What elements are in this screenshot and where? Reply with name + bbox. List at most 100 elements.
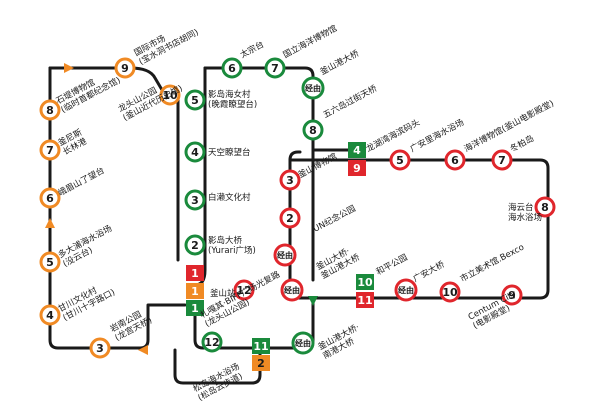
station-circle xyxy=(444,149,466,171)
via-marker: 经由 xyxy=(280,278,304,302)
station-number: 1 xyxy=(191,302,199,315)
station-marker-r8: 8 xyxy=(534,196,556,218)
station-label-r12: 光复路 xyxy=(254,269,282,291)
station-marker-g1: 1 xyxy=(186,300,204,316)
station-circle xyxy=(534,196,556,218)
station-number: 2 xyxy=(257,357,265,370)
station-marker-g_a: 4 xyxy=(348,142,366,158)
station-marker-r10: 10 xyxy=(439,281,461,303)
station-circle xyxy=(39,187,61,209)
station-number: 10 xyxy=(357,276,373,289)
station-marker-o10: 10 xyxy=(159,84,181,106)
station-number: 8 xyxy=(46,104,54,117)
station-number: 10 xyxy=(162,89,178,102)
station-number: 4 xyxy=(191,146,199,159)
station-marker-o5: 5 xyxy=(39,251,61,273)
station-number: 9 xyxy=(353,162,361,175)
station-badge xyxy=(186,265,204,281)
station-badge xyxy=(186,300,204,316)
station-label-r7: 冬柏岛 xyxy=(508,133,536,155)
station-number: 7 xyxy=(498,154,506,167)
station-number: 1 xyxy=(191,285,199,298)
station-badge xyxy=(252,338,270,354)
station-circle xyxy=(39,139,61,161)
station-label-o5: 多大浦海水浴场(没云台) xyxy=(56,223,118,269)
via-marker: 经由 xyxy=(394,278,418,302)
station-marker-r11: 11 xyxy=(356,292,374,308)
station-marker-o3: 3 xyxy=(89,337,111,359)
station-marker-o6: 6 xyxy=(39,187,61,209)
station-marker-o1: 1 xyxy=(186,283,204,299)
station-marker-r1: 1 xyxy=(186,265,204,281)
via-circle xyxy=(291,331,315,355)
station-marker-r9: 9 xyxy=(501,284,523,306)
station-circle xyxy=(184,189,206,211)
station-circle xyxy=(221,57,243,79)
station-circle xyxy=(233,279,255,301)
station-label-g8b: 五六岛过街天桥 xyxy=(321,83,379,121)
station-circle xyxy=(201,331,223,353)
station-number: 2 xyxy=(191,239,199,252)
station-label-r2: UN纪念公园 xyxy=(311,203,357,235)
station-label-g11: 松岛海水浴场(松岛云步道) xyxy=(191,361,246,401)
station-number: 10 xyxy=(442,286,458,299)
station-marker-g8: 8 xyxy=(302,119,324,141)
station-number: 4 xyxy=(353,144,361,157)
red-route-line xyxy=(288,158,550,300)
station-label-r_ga: 广安大桥 xyxy=(411,259,447,285)
arrow-green-icon xyxy=(308,296,318,306)
station-marker-g2: 2 xyxy=(184,234,206,256)
station-number: 3 xyxy=(286,174,294,187)
station-circle xyxy=(279,169,301,191)
station-number: 5 xyxy=(396,154,404,167)
station-circle xyxy=(279,207,301,229)
station-circle xyxy=(159,84,181,106)
station-marker-o4: 4 xyxy=(39,304,61,326)
station-circle xyxy=(389,149,411,171)
station-circle xyxy=(39,304,61,326)
station-circle xyxy=(89,337,111,359)
station-label-r9: Centum City(电影殿堂) xyxy=(467,289,523,332)
via-label: 经由 xyxy=(398,285,414,295)
station-label-g7: 国立海洋博物馆 xyxy=(281,23,339,61)
arrow-orange-icon xyxy=(45,218,55,228)
station-number: 5 xyxy=(191,94,199,107)
arrow-orange-icon xyxy=(138,345,148,355)
station-badge xyxy=(348,142,366,158)
station-label-via_red: 釜山大桥·釜山港大桥 xyxy=(314,243,362,282)
station-marker-o9: 9 xyxy=(114,57,136,79)
station-marker-r2: 2 xyxy=(279,207,301,229)
via-label: 经由 xyxy=(277,250,293,260)
via-label: 经由 xyxy=(284,285,300,295)
station-number: 11 xyxy=(253,340,268,353)
station-badge xyxy=(356,292,374,308)
direction-arrows-green xyxy=(308,296,318,306)
station-marker-o2: 2 xyxy=(252,355,270,371)
station-circle xyxy=(184,141,206,163)
station-marker-r6: 6 xyxy=(444,149,466,171)
station-label-g4: 天空瞭望台 xyxy=(208,147,251,158)
station-number: 11 xyxy=(357,294,372,307)
station-label-o9: 国际市场(宝水洞书店胡同) xyxy=(132,18,200,68)
station-label-via_green: 釜山港大桥·南港大桥 xyxy=(316,322,366,362)
red-route-line-corner xyxy=(288,150,302,162)
station-number: 7 xyxy=(271,62,279,75)
station-number: 12 xyxy=(204,336,219,349)
station-marker-r_a: 9 xyxy=(348,160,366,176)
station-marker-r5: 5 xyxy=(389,149,411,171)
station-circle xyxy=(39,251,61,273)
station-marker-g3: 3 xyxy=(184,189,206,211)
via-marker: 经由 xyxy=(291,331,315,355)
station-label-o1: 釜山站 xyxy=(210,288,236,299)
station-number: 12 xyxy=(236,284,251,297)
station-number: 6 xyxy=(46,192,54,205)
via-circle xyxy=(301,76,325,100)
station-marker-r12: 12 xyxy=(233,279,255,301)
station-number: 7 xyxy=(46,144,54,157)
station-label-g8: 釜山港大桥 xyxy=(318,48,361,78)
station-number: 8 xyxy=(309,124,317,137)
via-circle xyxy=(280,278,304,302)
via-circle xyxy=(394,278,418,302)
